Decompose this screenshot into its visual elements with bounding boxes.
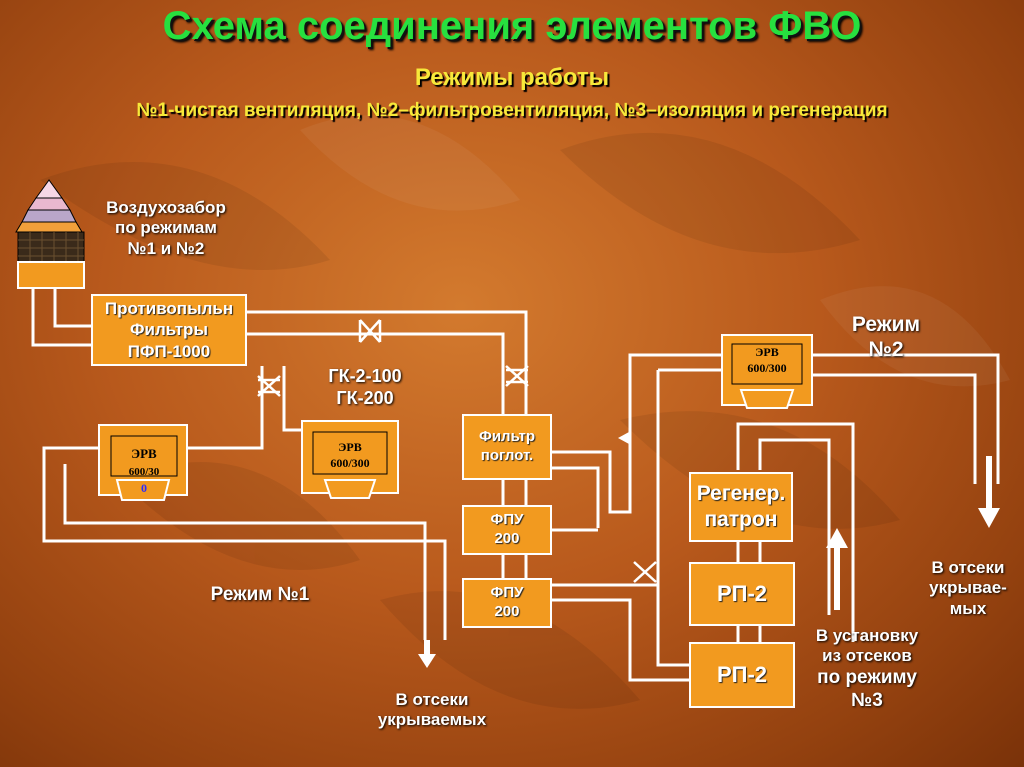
page-title: Схема соединения элементов ФВО	[162, 4, 862, 48]
dust-filter-box: Противопыльн Фильтры ПФП-1000	[91, 294, 247, 366]
fpu-bottom-box: ФПУ 200	[462, 578, 552, 628]
erv-left-label: ЭРВ 600/30 0	[128, 446, 160, 495]
mode2-label: Режим №2	[851, 313, 921, 362]
rp2-top-box: РП-2	[689, 562, 795, 626]
erv-right-label: ЭРВ 600/300	[747, 345, 787, 375]
modes-description: №1-чистая вентиляция, №2–фильтровентиляц…	[136, 100, 888, 121]
rp2-bottom-box: РП-2	[689, 642, 795, 708]
to-install-label: В установку из отсеков по режиму №3	[815, 626, 919, 711]
erv-unit-shapes	[98, 334, 813, 501]
air-intake-tower	[15, 179, 85, 289]
to-shelters-right-label: В отсеки укрывае- мых	[929, 558, 1007, 618]
air-intake-label: Воздухозабор по режимам №1 и №2	[106, 198, 226, 258]
page-subtitle: Режимы работы	[414, 64, 610, 91]
to-shelters-bottom-label: В отсеки укрываемых	[377, 690, 487, 730]
valves-label: ГК-2-100 ГК-200	[328, 366, 402, 408]
fpu-top-box: ФПУ 200	[462, 505, 552, 555]
mode1-label: Режим №1	[210, 584, 310, 605]
regen-cartridge-box: Регенер. патрон	[689, 472, 793, 542]
absorber-filter-box: Фильтр поглот.	[462, 414, 552, 480]
erv-mid-label: ЭРВ 600/300	[330, 440, 370, 470]
